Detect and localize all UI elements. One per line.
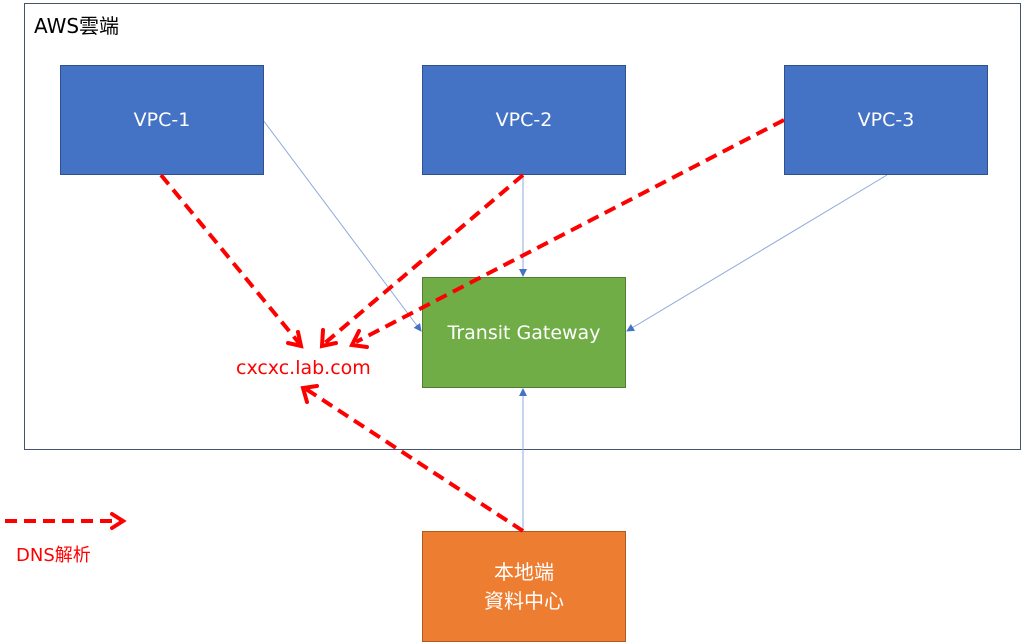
aws-cloud-title: AWS雲端: [34, 14, 120, 38]
vpc-1-label: VPC-1: [133, 109, 191, 131]
vpc-2-node[interactable]: VPC-2: [422, 65, 626, 175]
vpc-3-label: VPC-3: [857, 109, 915, 131]
legend-dns-label: DNS解析: [16, 545, 91, 566]
datacenter-node[interactable]: 本地端 資料中心: [422, 531, 626, 642]
datacenter-label-line2: 資料中心: [484, 588, 564, 613]
vpc-2-label: VPC-2: [495, 109, 553, 131]
legend-dns-arrowhead: [110, 512, 127, 530]
transit-gateway-label: Transit Gateway: [447, 321, 601, 344]
vpc-1-node[interactable]: VPC-1: [60, 65, 264, 175]
dns-domain-label: cxcxc.lab.com: [236, 357, 371, 379]
vpc-3-node[interactable]: VPC-3: [784, 65, 988, 175]
transit-gateway-node[interactable]: Transit Gateway: [422, 277, 626, 388]
datacenter-label-line1: 本地端: [494, 559, 554, 584]
